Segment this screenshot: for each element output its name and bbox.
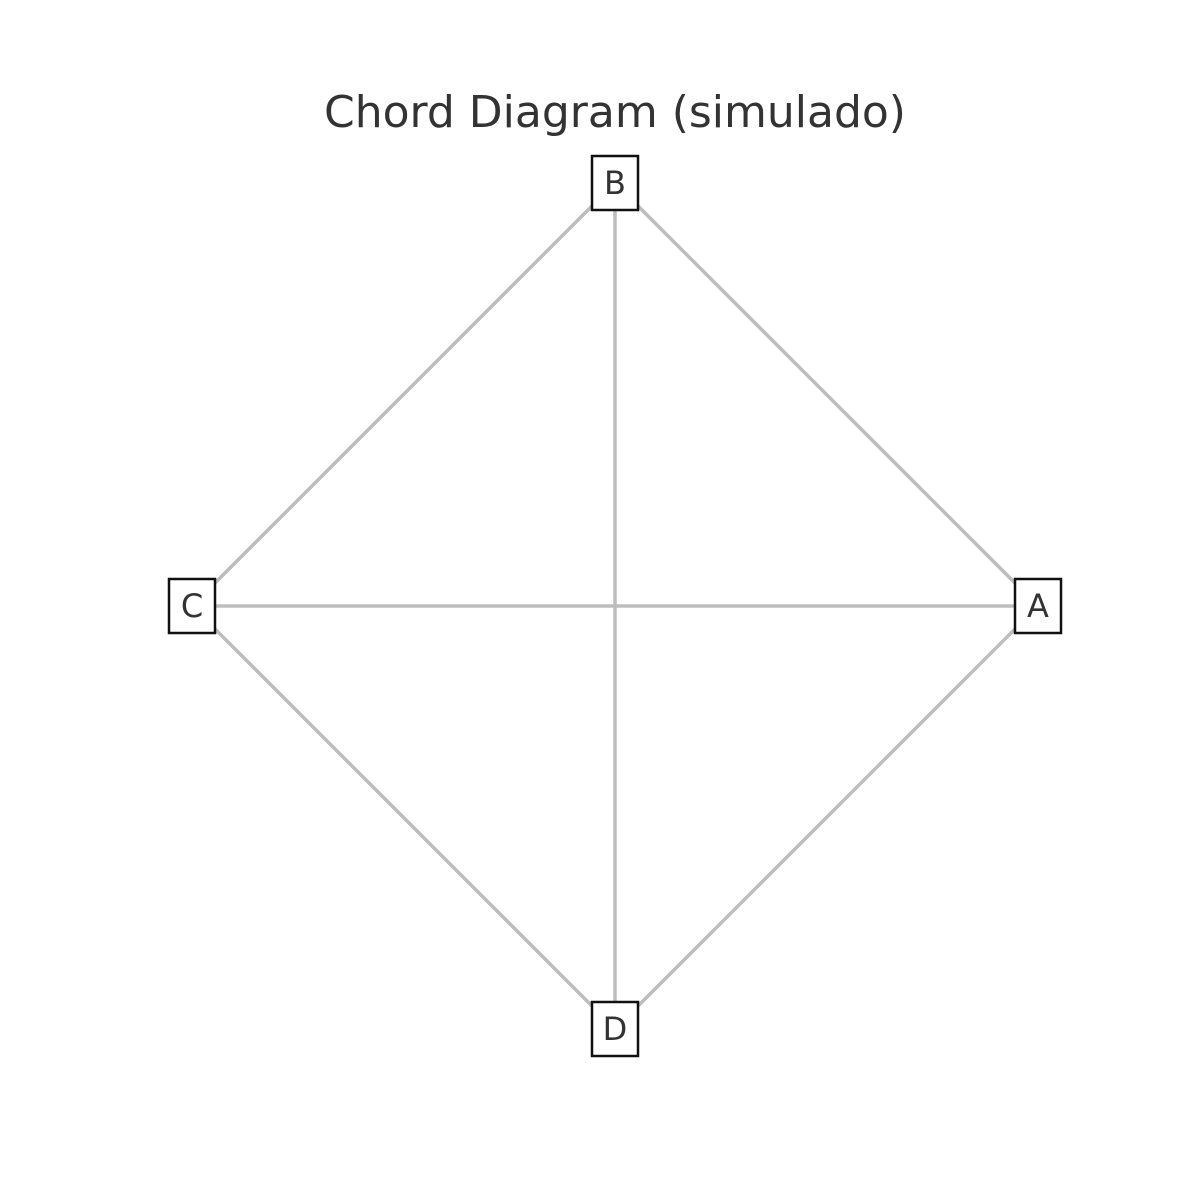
nodes-layer: A B C D bbox=[167, 154, 1063, 1058]
node-label: A bbox=[1027, 587, 1049, 625]
node-box bbox=[167, 577, 217, 635]
node-b: B bbox=[590, 154, 640, 212]
node-label: C bbox=[181, 587, 203, 625]
chord-a-d bbox=[613, 604, 1040, 1031]
chord-b-c bbox=[190, 181, 617, 608]
node-d: D bbox=[590, 1000, 640, 1058]
diagram-title: Chord Diagram (simulado) bbox=[324, 87, 906, 138]
node-a: A bbox=[1013, 577, 1063, 635]
node-box bbox=[590, 1000, 640, 1058]
node-box bbox=[1013, 577, 1063, 635]
chord-c-d bbox=[190, 604, 617, 1031]
chord-a-b bbox=[613, 181, 1040, 608]
node-box bbox=[590, 154, 640, 212]
node-label: D bbox=[603, 1010, 628, 1048]
chords-layer bbox=[190, 181, 1040, 1031]
node-c: C bbox=[167, 577, 217, 635]
node-label: B bbox=[604, 164, 626, 202]
